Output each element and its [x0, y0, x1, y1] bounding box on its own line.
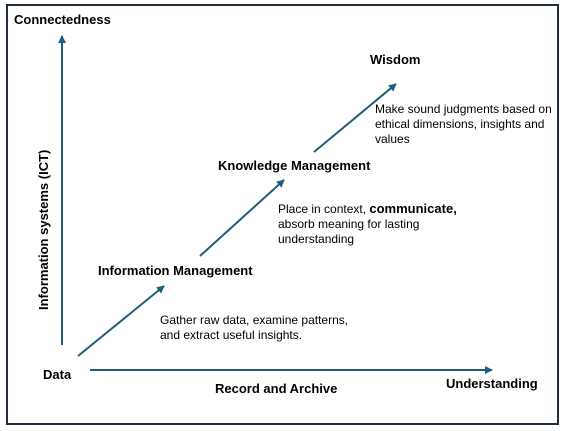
- stage-description-information-management: Gather raw data, examine patterns, and e…: [160, 313, 349, 342]
- x-axis-label: Record and Archive: [215, 381, 338, 396]
- description-emphasis: communicate,: [369, 201, 457, 216]
- y-axis-label: Information systems (ICT): [36, 149, 51, 310]
- x-axis-title: Understanding: [446, 376, 538, 391]
- description-text-after: absorb meaning for lasting understanding: [278, 217, 420, 246]
- stage-description-wisdom: Make sound judgments based on ethical di…: [375, 102, 552, 146]
- stage-title-knowledge-management: Knowledge Management: [218, 158, 371, 173]
- description-text-before: Place in context,: [278, 202, 370, 216]
- stage-title-wisdom: Wisdom: [370, 52, 421, 67]
- stage-arrow-data-to-information: [77, 285, 165, 357]
- y-axis-title: Connectedness: [14, 12, 111, 27]
- stage-arrow-knowledge-to-wisdom: [313, 83, 397, 153]
- stage-title-information-management: Information Management: [98, 263, 253, 278]
- stage-arrow-information-to-knowledge: [199, 179, 285, 257]
- stage-description-knowledge-management: Place in context, communicate, absorb me…: [278, 201, 483, 247]
- origin-label: Data: [43, 367, 72, 382]
- diagram-frame: [6, 4, 559, 425]
